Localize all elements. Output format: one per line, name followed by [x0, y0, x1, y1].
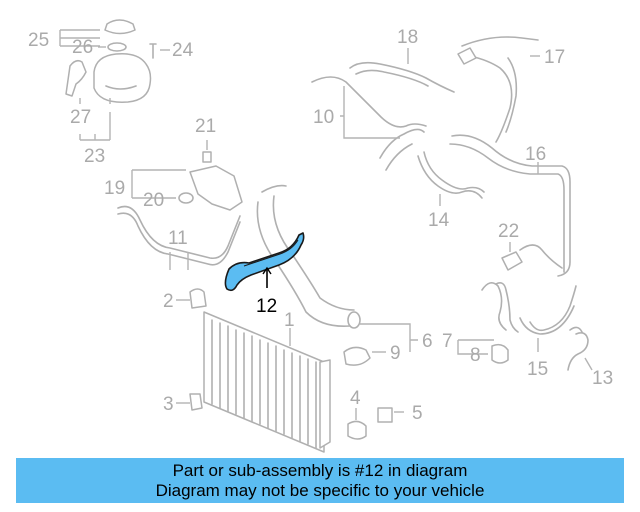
callout-9: 9: [390, 343, 401, 364]
callout-26: 26: [72, 37, 93, 58]
callout-15: 15: [527, 359, 548, 380]
part-3-bracket: [189, 393, 203, 411]
hose-7: [481, 282, 519, 333]
upper-radiator-hose: [256, 184, 355, 328]
tank-seam: [105, 85, 137, 90]
hose-13: [567, 326, 589, 371]
expansion-tank-assembly: [65, 19, 157, 103]
seal-ring: [107, 42, 127, 52]
hose-14: [417, 151, 485, 199]
leader-10: [340, 86, 400, 139]
leader-23-27: [79, 98, 111, 141]
callout-14: 14: [428, 210, 450, 231]
callout-13: 13: [592, 368, 613, 389]
reservoir-cap: [104, 19, 136, 35]
part-5-switch: [377, 407, 393, 423]
level-sensor: [65, 59, 87, 97]
hose-18: [349, 61, 455, 93]
callout-6: 6: [422, 331, 433, 352]
callout-5: 5: [412, 403, 423, 424]
coolant-pipe-11: [117, 205, 241, 266]
fitment-notice-banner: Part or sub-assembly is #12 in diagram D…: [16, 458, 624, 503]
part-17-end: [457, 47, 477, 65]
banner-line-part-number: Part or sub-assembly is #12 in diagram: [172, 461, 468, 480]
callout-11: 11: [168, 228, 188, 249]
thermostat-housing: [189, 165, 243, 211]
callout-1: 1: [284, 310, 295, 331]
radiator-fins: [211, 319, 317, 449]
part-12-coolant-hose: [224, 232, 305, 292]
callout-3: 3: [163, 394, 174, 415]
leader-12-arrow: [262, 266, 272, 275]
leader-11: [169, 252, 189, 270]
part-12-detail: [243, 239, 299, 267]
callout-22: 22: [498, 221, 519, 242]
callout-25: 25: [28, 30, 49, 51]
callout-2: 2: [163, 291, 174, 312]
radiator-tank: [319, 359, 331, 449]
callout-20: 20: [143, 190, 164, 211]
callout-23: 23: [84, 146, 105, 167]
callout-7: 7: [442, 331, 453, 352]
part-22-connector: [501, 251, 523, 271]
callout-21: 21: [195, 116, 216, 137]
hose-17: [461, 36, 539, 143]
part-8-fitting: [491, 343, 509, 364]
callout-8: 8: [470, 345, 481, 366]
callout-17: 17: [544, 47, 565, 68]
callout-24: 24: [172, 40, 194, 61]
part-9-flange: [343, 346, 371, 366]
radiator-core: [203, 311, 325, 453]
hose-10: [311, 76, 427, 171]
callout-16: 16: [525, 144, 546, 165]
leader-13: [584, 357, 593, 371]
leader-7-8: [457, 339, 494, 355]
temperature-sensor: [202, 151, 212, 163]
part-2-mount: [189, 288, 207, 309]
callout-19: 19: [104, 178, 125, 199]
o-ring: [178, 192, 194, 204]
radiator: [203, 311, 331, 453]
hose-end: [347, 311, 361, 329]
part-4-sensor: [347, 420, 367, 440]
callout-10: 10: [313, 107, 334, 128]
leader-19-20: [131, 169, 186, 199]
part-12-shape: [224, 232, 305, 292]
hose-16: [449, 134, 571, 277]
callout-27: 27: [70, 107, 91, 128]
bolt: [149, 43, 157, 59]
expansion-tank: [93, 52, 152, 103]
callout-4: 4: [350, 388, 361, 409]
leader-6: [360, 323, 418, 352]
callout-18: 18: [397, 27, 418, 48]
leader-25: [59, 29, 100, 47]
callout-12: 12: [256, 296, 277, 317]
banner-line-disclaimer: Diagram may not be specific to your vehi…: [155, 481, 485, 500]
hose-15: [519, 285, 577, 335]
